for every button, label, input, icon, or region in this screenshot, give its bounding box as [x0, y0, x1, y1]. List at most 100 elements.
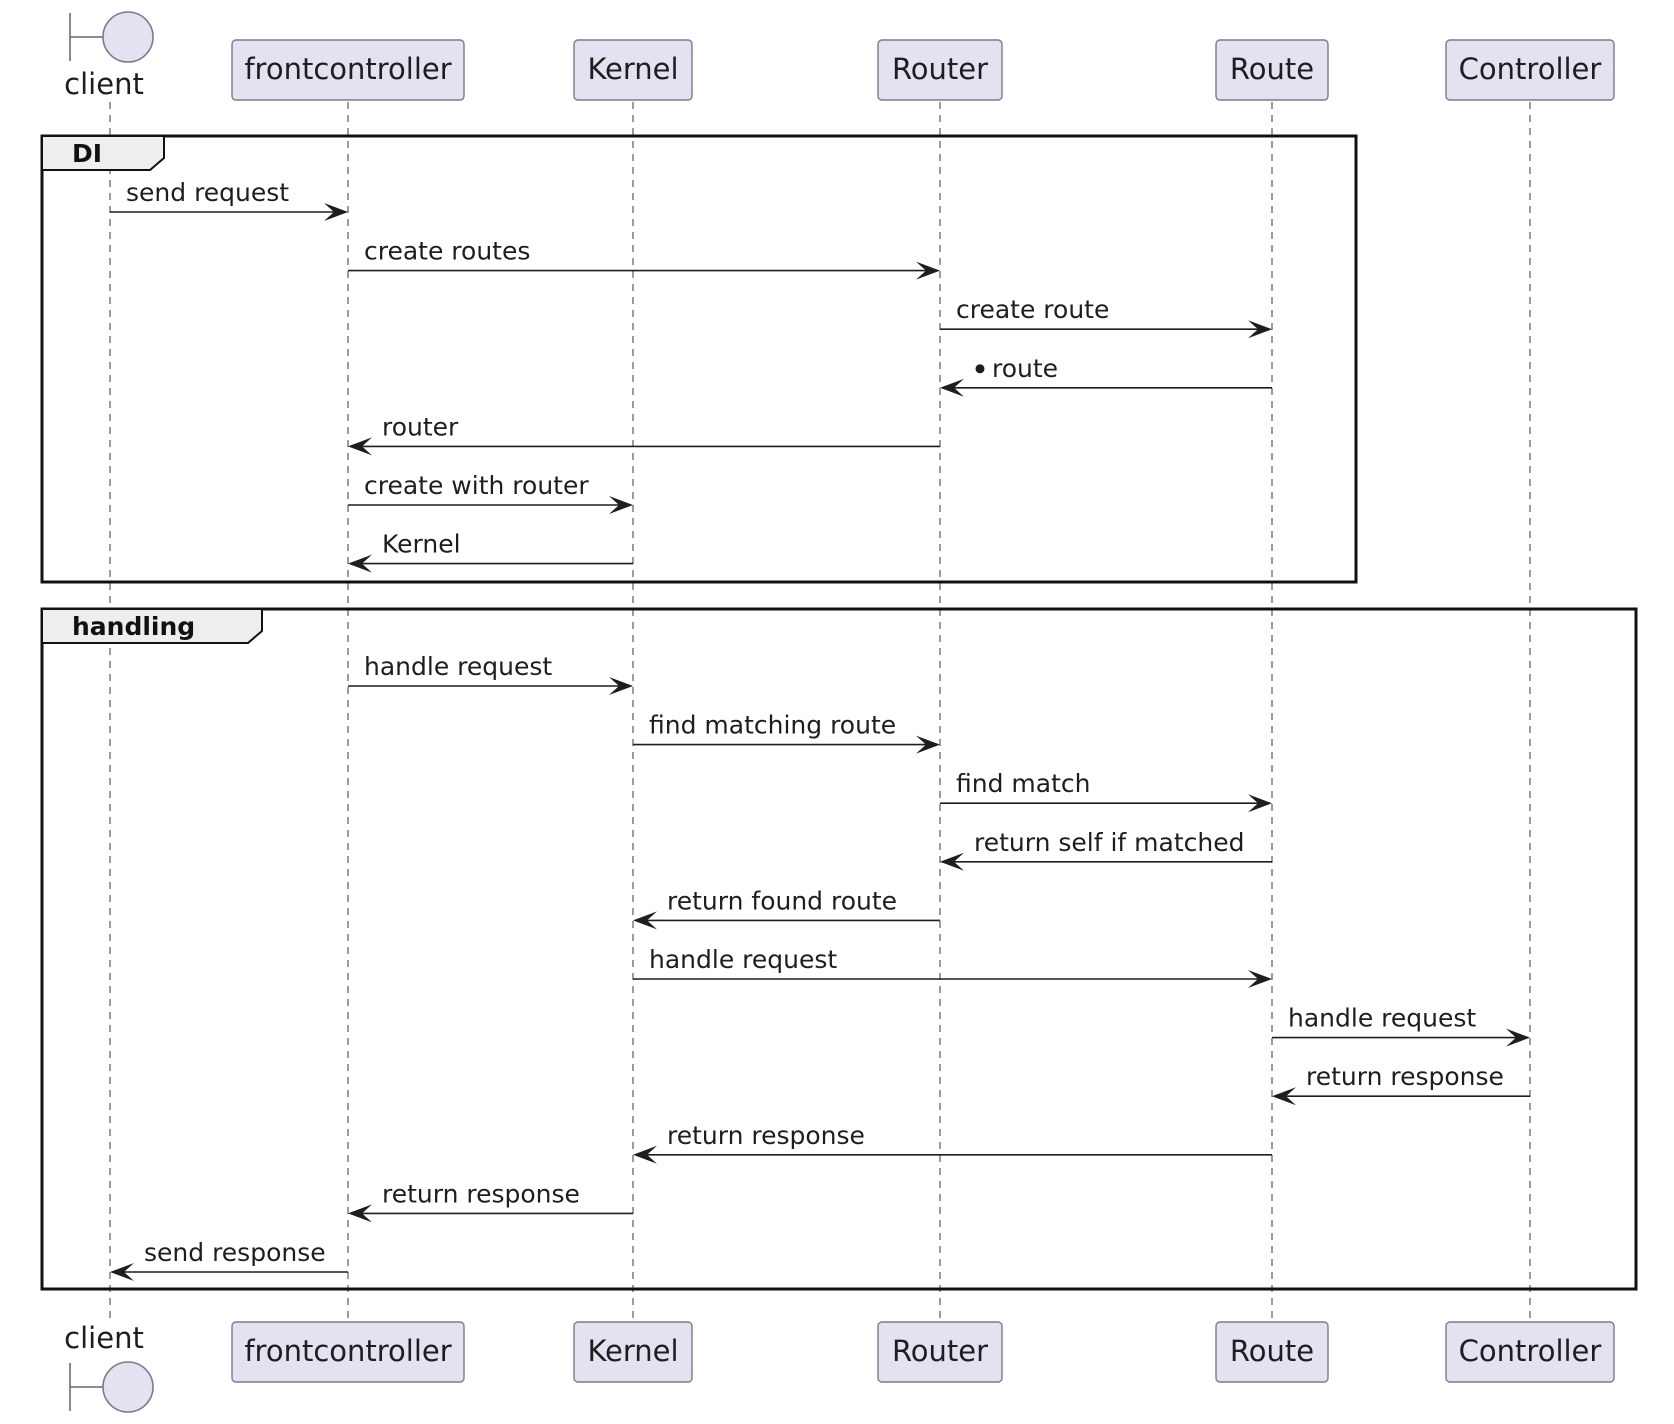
participant-box [231, 1321, 465, 1383]
participant-label: Controller [1459, 1334, 1602, 1368]
boundary-icon [102, 11, 154, 63]
participant-router-top: Router [877, 39, 1003, 101]
participant-frontcontroller-top: frontcontroller [231, 39, 465, 101]
frame-border [40, 134, 1358, 584]
arrowhead-icon [1248, 320, 1272, 339]
participant-router-bottom: Router [877, 1321, 1003, 1383]
message-1-0: handle request [348, 652, 633, 695]
arrowhead-icon [633, 1145, 657, 1164]
arrowhead-icon [1272, 1087, 1296, 1106]
message-1-5: handle request [633, 945, 1272, 988]
arrowhead-icon [609, 496, 633, 514]
arrowhead-icon [916, 261, 940, 280]
message-label: return found route [667, 886, 897, 915]
participant-box [1215, 1321, 1329, 1383]
participant-box [877, 39, 1003, 101]
message-label: create routes [364, 237, 530, 266]
message-1-3: return self if matched [940, 828, 1272, 871]
message-label: create with router [364, 471, 589, 500]
message-label: Kernel [382, 530, 461, 559]
participant-client-bottom: client [64, 1321, 154, 1413]
message-1-9: return response [348, 1179, 633, 1223]
participant-kernel-bottom: Kernel [573, 1321, 693, 1383]
message-label: find match [956, 769, 1090, 798]
frame-label: DI [72, 139, 102, 168]
arrowhead-icon [348, 437, 372, 456]
message-label: handle request [649, 945, 837, 974]
message-label: handle request [1288, 1004, 1476, 1033]
participant-box [573, 39, 693, 101]
arrowhead-icon [1248, 970, 1272, 988]
participant-kernel-top: Kernel [573, 39, 693, 101]
participant-label: Router [892, 1334, 988, 1368]
message-label: route [992, 354, 1058, 383]
message-0-4: router [348, 412, 940, 456]
participant-client-top: client [64, 11, 154, 101]
message-1-8: return response [633, 1121, 1272, 1164]
group-frame-0: DI [40, 134, 1358, 584]
message-label: return self if matched [974, 828, 1245, 857]
boundary-icon [102, 1361, 154, 1413]
frame-tab [41, 608, 263, 644]
participant-label: Controller [1459, 52, 1602, 86]
message-label: send request [126, 178, 289, 207]
participant-box [1445, 39, 1615, 101]
arrowhead-icon [1248, 794, 1272, 813]
arrowhead-icon [348, 554, 372, 573]
message-0-1: create routes [348, 237, 940, 280]
participant-label: Route [1230, 1334, 1314, 1368]
arrowhead-icon [609, 677, 633, 695]
arrowhead-icon [1506, 1028, 1530, 1047]
participant-controller-top: Controller [1445, 39, 1615, 101]
bullet-icon [975, 364, 985, 374]
frame-label: handling [72, 612, 195, 641]
message-label: handle request [364, 652, 552, 681]
message-1-6: handle request [1272, 1004, 1530, 1047]
arrowhead-icon [916, 735, 940, 754]
participant-label: client [64, 1321, 144, 1355]
message-label: find matching route [649, 711, 896, 740]
participant-label: Router [892, 52, 988, 86]
arrowhead-icon [940, 378, 964, 397]
arrowhead-icon [324, 203, 348, 221]
message-0-3: route [940, 354, 1272, 397]
participant-route-top: Route [1215, 39, 1329, 101]
message-1-4: return found route [633, 886, 940, 930]
participant-label: Route [1230, 52, 1314, 86]
participant-label: client [64, 67, 144, 101]
participant-box [573, 1321, 693, 1383]
participant-label: Kernel [587, 52, 678, 86]
participant-box [231, 39, 465, 101]
message-label: return response [667, 1121, 865, 1150]
message-label: create route [956, 295, 1109, 324]
message-1-10: send response [110, 1238, 348, 1281]
participant-route-bottom: Route [1215, 1321, 1329, 1383]
message-1-7: return response [1272, 1062, 1530, 1106]
participant-controller-bottom: Controller [1445, 1321, 1615, 1383]
message-0-0: send request [110, 178, 348, 221]
message-label: router [382, 412, 459, 441]
frame-border [40, 607, 1638, 1291]
group-frame-1: handling [40, 607, 1638, 1291]
message-1-2: find match [940, 769, 1272, 813]
participant-box [1215, 39, 1329, 101]
arrowhead-icon [940, 852, 964, 871]
participant-frontcontroller-bottom: frontcontroller [231, 1321, 465, 1383]
arrowhead-icon [110, 1263, 134, 1281]
participant-label: Kernel [587, 1334, 678, 1368]
message-label: return response [382, 1179, 580, 1208]
message-label: return response [1306, 1062, 1504, 1091]
participant-box [1445, 1321, 1615, 1383]
message-0-6: Kernel [348, 530, 633, 573]
message-0-5: create with router [348, 471, 633, 514]
arrowhead-icon [633, 911, 657, 930]
arrowhead-icon [348, 1204, 372, 1223]
participant-box [877, 1321, 1003, 1383]
participant-label: frontcontroller [244, 1334, 451, 1368]
message-1-1: find matching route [633, 711, 940, 754]
message-label: send response [144, 1238, 326, 1267]
participant-label: frontcontroller [244, 52, 451, 86]
message-0-2: create route [940, 295, 1272, 339]
frame-tab [41, 135, 165, 171]
